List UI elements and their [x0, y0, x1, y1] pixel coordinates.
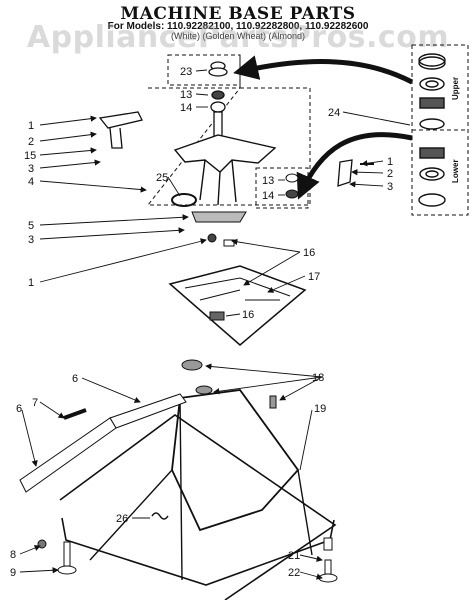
callout-14-right: 14 — [262, 190, 274, 202]
callout-3-right: 3 — [387, 181, 393, 193]
upper-bearing-set — [418, 53, 446, 130]
belt-ring — [171, 193, 197, 207]
diagram-model-list: For Models: 110.92282100, 110.92282800, … — [107, 21, 369, 32]
label-lower: Lower — [451, 159, 460, 183]
watermark: AppliancePartsPros.com — [26, 20, 450, 55]
bracket-legs — [199, 159, 237, 206]
frame-outer — [61, 517, 335, 586]
label-upper: Upper — [451, 77, 460, 100]
frame-top-rail — [59, 414, 337, 600]
snubber-pad-2 — [195, 385, 213, 395]
callout-3-mid-left: 3 — [28, 234, 34, 246]
callout-15: 15 — [24, 150, 36, 162]
callout-2-right: 2 — [387, 168, 393, 180]
callout-6-upper: 6 — [72, 373, 78, 385]
callout-17: 17 — [308, 271, 320, 283]
callout-26: 26 — [116, 513, 128, 525]
slide-rail-lower — [19, 417, 117, 493]
dashed-box-main — [146, 55, 311, 206]
callout-16-upper: 16 — [303, 247, 315, 259]
actuator-lever — [191, 211, 247, 223]
callout-13-right: 13 — [262, 175, 274, 187]
callout-1-top-left: 1 — [28, 120, 34, 132]
callout-8: 8 — [10, 549, 16, 561]
right-bearing-pair — [285, 173, 299, 199]
callout-1-right: 1 — [387, 156, 393, 168]
callout-23: 23 — [180, 66, 192, 78]
mounting-bracket — [173, 134, 277, 173]
callout-13-upper: 13 — [180, 89, 192, 101]
callout-21: 21 — [288, 550, 300, 562]
spring-clip — [151, 512, 169, 520]
callout-25: 25 — [156, 172, 168, 184]
callout-14-upper: 14 — [180, 102, 192, 114]
callout-24: 24 — [328, 107, 340, 119]
callout-9: 9 — [10, 567, 16, 579]
dashed-box-right — [255, 167, 309, 209]
callout-2-top-left: 2 — [28, 136, 34, 148]
callout-19: 19 — [314, 403, 326, 415]
leveling-leg-right — [318, 537, 338, 583]
callout-22: 22 — [288, 567, 300, 579]
callout-18: 18 — [312, 372, 324, 384]
snubber-pad-3 — [269, 395, 277, 409]
arrow-to-upper-bearing — [233, 55, 414, 85]
base-plate — [168, 265, 307, 346]
shaft-stack — [208, 61, 228, 141]
bolt-small — [207, 233, 217, 243]
frame-legs — [89, 397, 313, 581]
leveling-leg-left — [57, 541, 77, 575]
arrow-to-lower-bearing — [296, 132, 413, 200]
callout-4: 4 — [28, 176, 34, 188]
diagram-title: MACHINE BASE PARTS — [120, 4, 356, 24]
callout-6-lower: 6 — [16, 403, 22, 415]
lower-bearing-set — [418, 147, 446, 207]
callout-16-lower: 16 — [242, 309, 254, 321]
callout-1-mid-left: 1 — [28, 277, 34, 289]
leader-lines — [19, 69, 411, 580]
clamp-bracket-left — [98, 111, 143, 149]
callout-7: 7 — [32, 397, 38, 409]
callout-3-top-left: 3 — [28, 163, 34, 175]
roller-pin — [63, 408, 87, 420]
callout-5: 5 — [28, 220, 34, 232]
diagram-color-note: (White) (Golden Wheat) (Almond) — [170, 31, 306, 41]
clamp-bracket-right — [337, 159, 353, 187]
slide-rail-upper — [109, 393, 187, 429]
pad-small — [209, 311, 225, 321]
frame-cross — [171, 389, 300, 532]
snubber-pad-1 — [181, 359, 203, 371]
